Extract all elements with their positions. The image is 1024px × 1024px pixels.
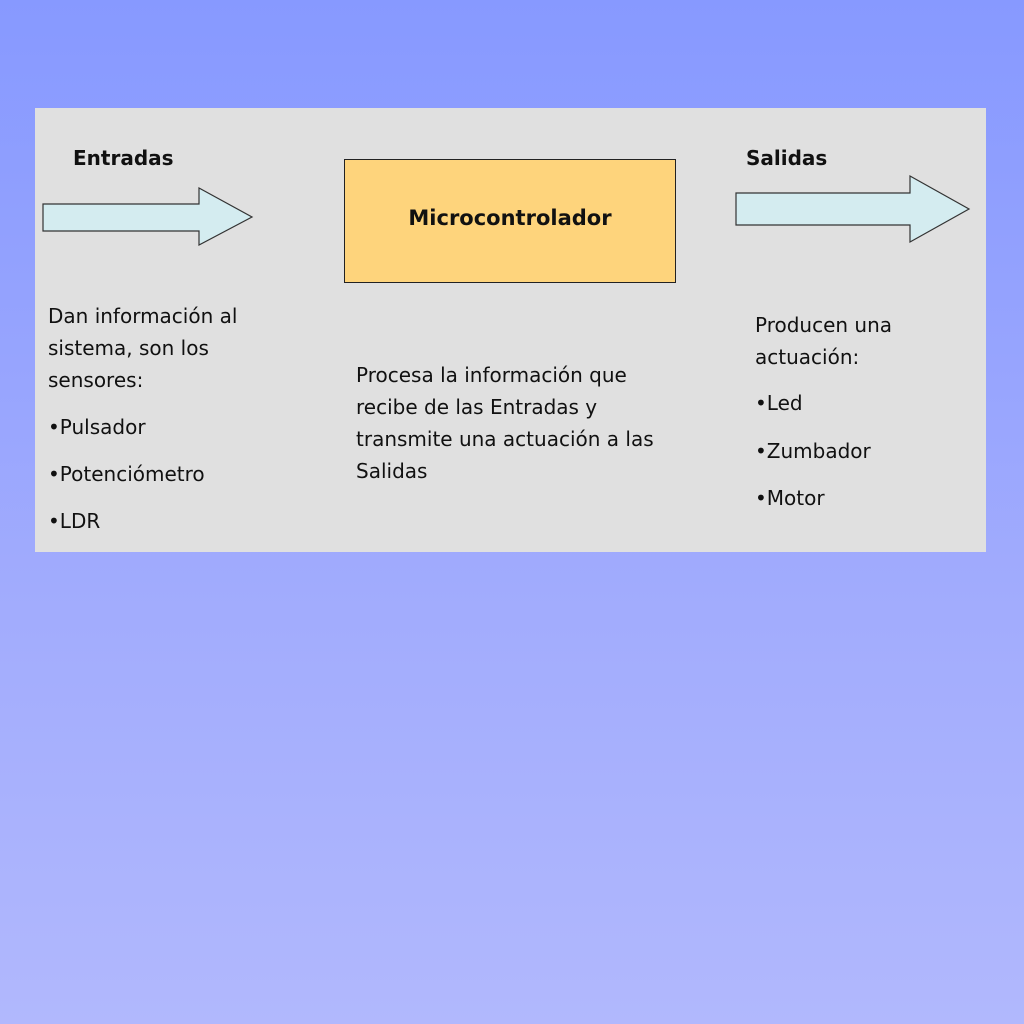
output-item-motor: •Motor xyxy=(755,486,825,510)
microcontroller-box: Microcontrolador xyxy=(344,159,676,283)
output-item-zumbador: •Zumbador xyxy=(755,439,871,463)
outputs-heading: Salidas xyxy=(746,146,828,170)
inputs-arrow-icon xyxy=(42,186,254,246)
input-item-pulsador: •Pulsador xyxy=(48,415,146,439)
input-item-ldr: •LDR xyxy=(48,509,101,533)
processor-description: Procesa la información que recibe de las… xyxy=(356,363,654,483)
outputs-list: •Led •Zumbador •Motor xyxy=(755,391,871,510)
outputs-description: Producen una actuación: xyxy=(755,313,893,369)
inputs-heading: Entradas xyxy=(73,146,174,170)
diagram-panel: Entradas Dan información al sistema, son… xyxy=(35,108,986,552)
inputs-list: •Pulsador •Potenciómetro •LDR xyxy=(48,415,205,533)
inputs-description: Dan información al sistema, son los sens… xyxy=(48,304,238,392)
output-item-led: •Led xyxy=(755,391,803,415)
input-item-potenciometro: •Potenciómetro xyxy=(48,462,205,486)
outputs-arrow-icon xyxy=(735,174,971,244)
microcontroller-label: Microcontrolador xyxy=(408,206,612,230)
